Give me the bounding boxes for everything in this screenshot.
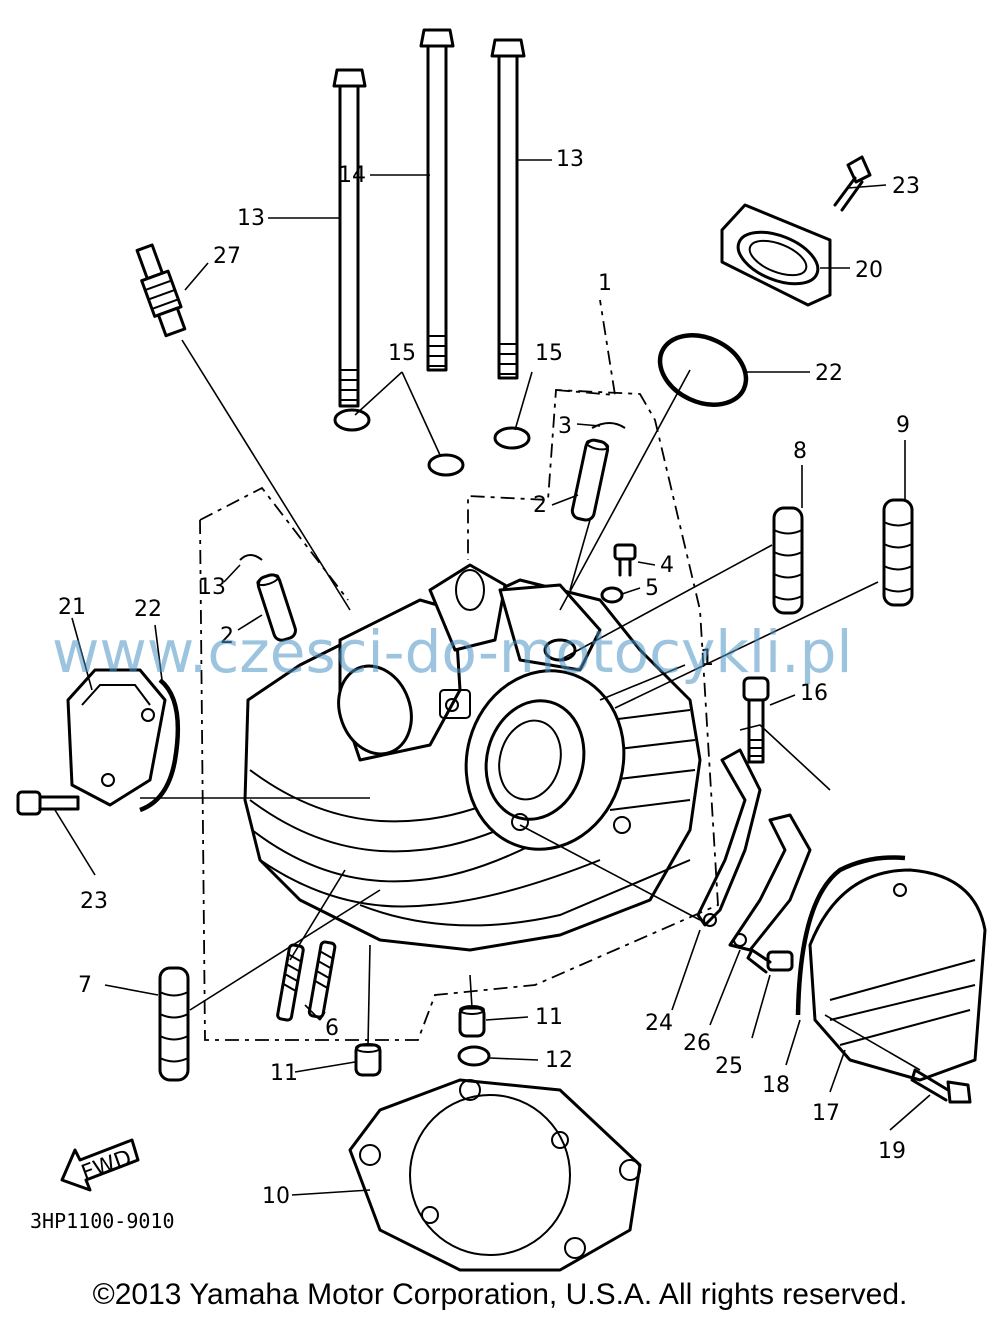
gasket-22-side [139,678,181,813]
head-bolt-13-right [490,38,526,380]
bolt-16 [742,676,770,764]
spark-plug-27 [135,243,187,338]
bolt-25 [746,948,794,974]
side-cover-21 [66,668,167,807]
callout-2-lower: 2 [220,624,234,649]
washer-15-b [427,453,465,477]
callout-17: 17 [812,1101,840,1126]
clip-3-upper [591,422,626,429]
seal-24 [696,748,762,927]
callout-2-upper: 2 [533,493,547,518]
callout-10: 10 [262,1184,290,1209]
seal-24-hole [703,913,717,927]
dowel-11-right [458,1005,486,1038]
callout-26: 26 [683,1031,711,1056]
callout-13-clip: 13 [198,575,226,600]
head-bolt-14 [419,28,455,372]
callout-5: 5 [645,576,659,601]
callout-14: 14 [338,163,366,188]
dowel-11-left [354,1043,382,1077]
o-ring-22 [657,333,749,407]
callout-24: 24 [645,1011,673,1036]
bolt-19 [910,1068,972,1104]
callout-23-left: 23 [80,889,108,914]
callout-27: 27 [213,244,241,269]
callout-22-oring: 22 [815,361,843,386]
watermark: www.czesci-do-motocykli.pl [52,618,853,686]
callout-labels: 13 14 13 27 23 20 1 22 15 15 3 8 9 2 4 5… [58,147,920,1209]
callout-4: 4 [660,553,674,578]
head-bolt-13-left [332,68,367,408]
callout-23-top: 23 [892,174,920,199]
stud-6-b [307,940,337,1019]
head-gasket-10 [348,1078,642,1272]
valve-guide-2-upper [570,438,610,522]
bolt-23-left [16,790,80,816]
washer-15-a [333,408,371,432]
dowel-9 [882,498,914,607]
valve-guide-2-lower [256,573,297,642]
assembly-outline [199,299,719,1041]
callout-8: 8 [793,439,807,464]
callout-7: 7 [78,973,92,998]
callout-1-lower: 1 [700,646,714,671]
washer-12 [457,1045,491,1067]
callout-22-gasket: 22 [134,597,162,622]
callout-15-single: 15 [535,341,563,366]
cylinder-head [243,563,702,952]
washer-15-c [493,426,531,450]
clip-13-lower [239,554,263,561]
bolt-4 [613,543,637,577]
stud-6-a [276,943,305,1022]
callout-13-right: 13 [556,147,584,172]
tappet-cover-17 [808,868,987,1082]
callout-21: 21 [58,595,86,620]
callout-25: 25 [715,1054,743,1079]
part-code: 3HP1100-9010 [30,1209,175,1233]
callout-19: 19 [878,1139,906,1164]
seal-26 [728,813,812,952]
copyright-notice: ©2013 Yamaha Motor Corporation, U.S.A. A… [92,1278,908,1311]
dowel-7 [158,966,190,1082]
callout-20: 20 [855,258,883,283]
bolt-23-top [833,155,872,212]
callout-6: 6 [325,1016,339,1041]
callout-11-right: 11 [535,1005,563,1030]
callout-12: 12 [545,1048,573,1073]
callout-18: 18 [762,1073,790,1098]
dowel-8 [772,506,804,615]
callout-1-top: 1 [598,271,612,296]
seal-26-hole [733,933,747,947]
intake-cover-20 [720,203,832,307]
callout-3: 3 [558,414,572,439]
callout-16: 16 [800,681,828,706]
gasket-18 [795,855,906,1016]
fwd-arrow-icon: FWD [60,1138,140,1192]
washer-5 [600,586,624,604]
callout-11-left: 11 [270,1061,298,1086]
leader-lines [54,159,931,1196]
callout-9: 9 [896,413,910,438]
callout-13-left: 13 [237,206,265,231]
callout-15-pair: 15 [388,341,416,366]
